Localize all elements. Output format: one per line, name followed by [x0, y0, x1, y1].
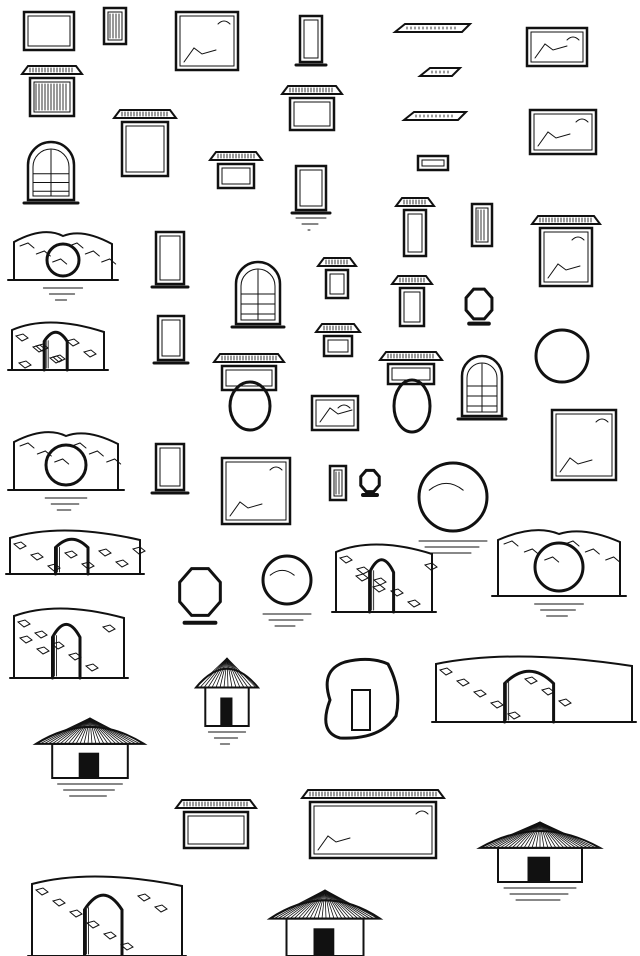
arched-doorway-wall-sketch [431, 655, 637, 724]
window-sketch [174, 799, 258, 850]
window-sketch [22, 10, 76, 52]
round-window-sketch [261, 554, 313, 627]
lintel-slab-sketch [392, 23, 473, 33]
arched-window-sketch [456, 354, 508, 421]
window-sketch [525, 26, 589, 68]
window-sketch [280, 85, 344, 132]
window-sketch [316, 257, 358, 300]
window-sketch [152, 314, 190, 365]
window-sketch [212, 353, 286, 392]
window-sketch [550, 408, 618, 482]
arched-doorway-wall-sketch [5, 529, 146, 576]
window-sketch [310, 394, 360, 432]
rock-gateway-sketch [324, 657, 400, 740]
oval-window-sketch [392, 378, 432, 434]
arched-window-sketch [22, 140, 80, 205]
window-sketch [102, 6, 128, 46]
octagonal-window-sketch [178, 567, 222, 625]
octagonal-window-sketch [359, 468, 381, 497]
arched-window-sketch [230, 260, 286, 329]
window-sketch [470, 202, 494, 248]
round-window-sketch [417, 461, 489, 554]
window-sketch [416, 154, 450, 172]
lintel-slab-sketch [401, 111, 469, 121]
window-sketch [378, 351, 444, 386]
window-sketch [20, 65, 84, 118]
round-window-sketch [534, 328, 590, 384]
moon-gate-wall-sketch [7, 431, 125, 511]
window-sketch [112, 109, 178, 178]
lintel-slab-sketch [417, 67, 463, 77]
oval-window-sketch [228, 380, 272, 432]
moon-gate-wall-sketch [491, 529, 627, 617]
window-sketch [300, 789, 446, 860]
window-sketch [530, 215, 602, 288]
window-sketch [390, 275, 434, 328]
arched-doorway-wall-sketch [331, 543, 438, 614]
window-sketch [290, 164, 332, 231]
window-sketch [174, 10, 240, 72]
thatched-hut-sketch [32, 717, 148, 797]
thatched-hut-sketch [266, 889, 384, 956]
arched-doorway-wall-sketch [9, 607, 129, 680]
thatched-hut-sketch [476, 821, 604, 901]
window-sketch [314, 323, 362, 358]
moon-gate-wall-sketch [7, 231, 119, 301]
arched-doorway-wall-sketch [27, 875, 187, 956]
window-sketch [528, 108, 598, 156]
window-sketch [394, 197, 436, 258]
window-sketch [208, 151, 264, 190]
window-sketch [294, 14, 328, 67]
window-sketch [150, 442, 190, 495]
thatched-hut-sketch [193, 657, 261, 745]
window-sketch [150, 230, 190, 289]
window-sketch [220, 456, 292, 526]
octagonal-window-sketch [464, 287, 494, 326]
arched-doorway-wall-sketch [7, 321, 109, 372]
window-sketch [328, 464, 348, 502]
